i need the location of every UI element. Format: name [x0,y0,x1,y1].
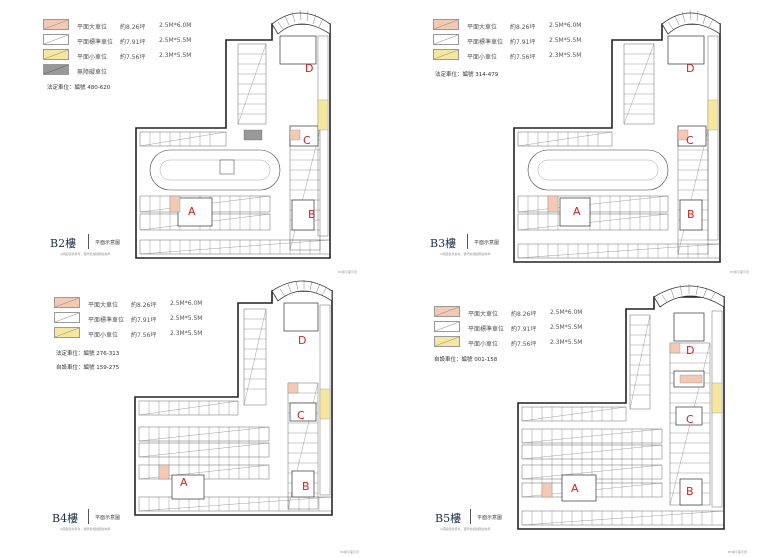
legend-size: 約8.26坪 [510,24,536,31]
legend-size: 約8.26坪 [131,302,157,309]
footnote: ※圖面僅供參考，實際依相關圖說為準 [60,527,111,531]
legend-dimension: 2.5M*6.0M [550,309,583,316]
footnote: ※圖面僅供參考，實際依相關圖說為準 [440,252,491,256]
legend-dimension: 2.5M*5.5M [159,37,192,44]
swatch-standard-icon [43,34,69,45]
legend-size: 約7.91坪 [510,39,536,46]
legend-dimension: 2.3M*5.5M [170,330,203,337]
floor-subtitle: 平面示意圖 [95,515,121,521]
note-private-spaces: 自設車位：編號 159-275 [56,365,120,371]
swatch-standard-icon [434,321,460,332]
legend-size: 約7.91坪 [131,317,157,324]
floor-title: B4樓 [52,512,79,525]
floor-panel-b4: 平面大車位 約8.26坪 2.5M*6.0M 平面標準車位 約7.91坪 2.5… [0,279,390,558]
floor-plan-b5 [517,284,725,530]
zone-mark-c: C [686,413,694,426]
zone-mark-c: C [303,134,311,147]
zone-mark-b: B [308,208,316,221]
legend-size: 約7.56坪 [510,54,536,61]
footnote: ※圖面僅供參考，實際依相關圖說為準 [60,252,111,256]
legend-name: 平面小車位 [468,341,499,348]
note-private-spaces: 自設車位：編號 001-158 [434,357,498,363]
legend-dimension: 2.3M*5.5M [550,339,583,346]
zone-mark-a: A [188,205,196,218]
zone-mark-d: D [686,344,695,357]
swatch-large-icon [43,19,69,30]
legend-dimension: 2.3M*5.5M [159,52,192,59]
swatch-small-icon [54,327,80,338]
floor-title: B3樓 [430,237,457,250]
legend-dimension: 2.5M*6.0M [170,300,203,307]
legend-dimension: 2.5M*5.5M [170,315,203,322]
floor-caption: B2樓平面示意 [338,270,357,274]
title-divider [467,234,468,249]
floor-subtitle: 平面示意圖 [477,515,503,521]
zone-mark-b: B [302,480,310,493]
legend-name: 平面標準車位 [77,39,114,46]
legend-dimension: 2.5M*5.5M [549,37,582,44]
zone-mark-d: D [305,62,314,75]
floor-plan-b2 [135,9,331,259]
swatch-standard-icon [433,34,459,45]
zone-mark-a: A [573,205,581,218]
zone-mark-b: B [686,485,694,498]
swatch-large-icon [434,306,460,317]
legend-name: 平面大車位 [88,302,119,309]
swatch-large-icon [433,19,459,30]
floor-caption: B3樓平面示意 [730,270,749,274]
legend-dimension: 2.5M*5.5M [550,324,583,331]
legend-dimension: 2.5M*6.0M [549,22,582,29]
legend-size: 約7.56坪 [131,332,157,339]
swatch-small-icon [434,336,460,347]
floor-plan-b3 [513,9,721,263]
legend-size: 約8.26坪 [120,24,146,31]
swatch-large-icon [54,297,80,308]
legend-name: 平面標準車位 [467,39,504,46]
note-legal-spaces: 法定車位：編號 314-479 [435,72,499,78]
floor-subtitle: 平面示意圖 [474,240,500,246]
legend-size: 約7.91坪 [120,39,146,46]
legend-name: 平面小車位 [467,54,498,61]
zone-mark-d: D [298,334,307,347]
floor-panel-b5: 平面大車位 約8.26坪 2.5M*6.0M 平面標準車位 約7.91坪 2.5… [390,279,780,558]
zone-mark-c: C [297,409,305,422]
title-divider [88,234,89,249]
legend-name: 平面小車位 [77,54,108,61]
note-legal-spaces: 法定車位：編號 276-313 [56,351,120,357]
legend-name: 平面小車位 [88,332,119,339]
floor-caption: B4樓平面示意 [340,550,359,554]
legend-name: 平面大車位 [77,24,108,31]
footnote: ※圖面僅供參考，實際依相關圖說為準 [440,527,491,531]
legend-name: 無障礙車位 [77,69,108,76]
legend-name: 平面大車位 [468,311,499,318]
zone-mark-c: C [686,134,694,147]
title-divider [88,509,89,524]
swatch-small-icon [433,49,459,60]
floor-subtitle: 平面示意圖 [95,240,121,246]
floor-panel-b3: 平面大車位 約8.26坪 2.5M*6.0M 平面標準車位 約7.91坪 2.5… [390,0,780,279]
note-legal-spaces: 法定車位：編號 480-620 [47,85,111,91]
floor-panel-b2: 平面大車位 約8.26坪 2.5M*6.0M 平面標準車位 約7.91坪 2.5… [0,0,390,279]
legend-size: 約7.56坪 [511,341,537,348]
floor-title: B5樓 [435,512,462,525]
legend-dimension: 2.3M*5.5M [549,52,582,59]
zone-mark-a: A [571,482,579,495]
legend-dimension: 2.5M*6.0M [159,22,192,29]
zone-mark-b: B [687,208,695,221]
swatch-standard-icon [54,312,80,323]
legend-size: 約7.91坪 [511,326,537,333]
title-divider [470,509,471,524]
legend-size: 約8.26坪 [511,311,537,318]
legend-name: 平面標準車位 [88,317,125,324]
swatch-small-icon [43,49,69,60]
legend-name: 平面標準車位 [468,326,505,333]
zone-mark-a: A [180,476,188,489]
zone-mark-d: D [686,62,695,75]
floor-plan-b4 [134,280,333,516]
floor-title: B2樓 [50,237,77,250]
legend-size: 約7.56坪 [120,54,146,61]
swatch-accessible-icon [43,64,69,75]
floor-caption: B5樓平面示意 [728,550,747,554]
legend-name: 平面大車位 [467,24,498,31]
